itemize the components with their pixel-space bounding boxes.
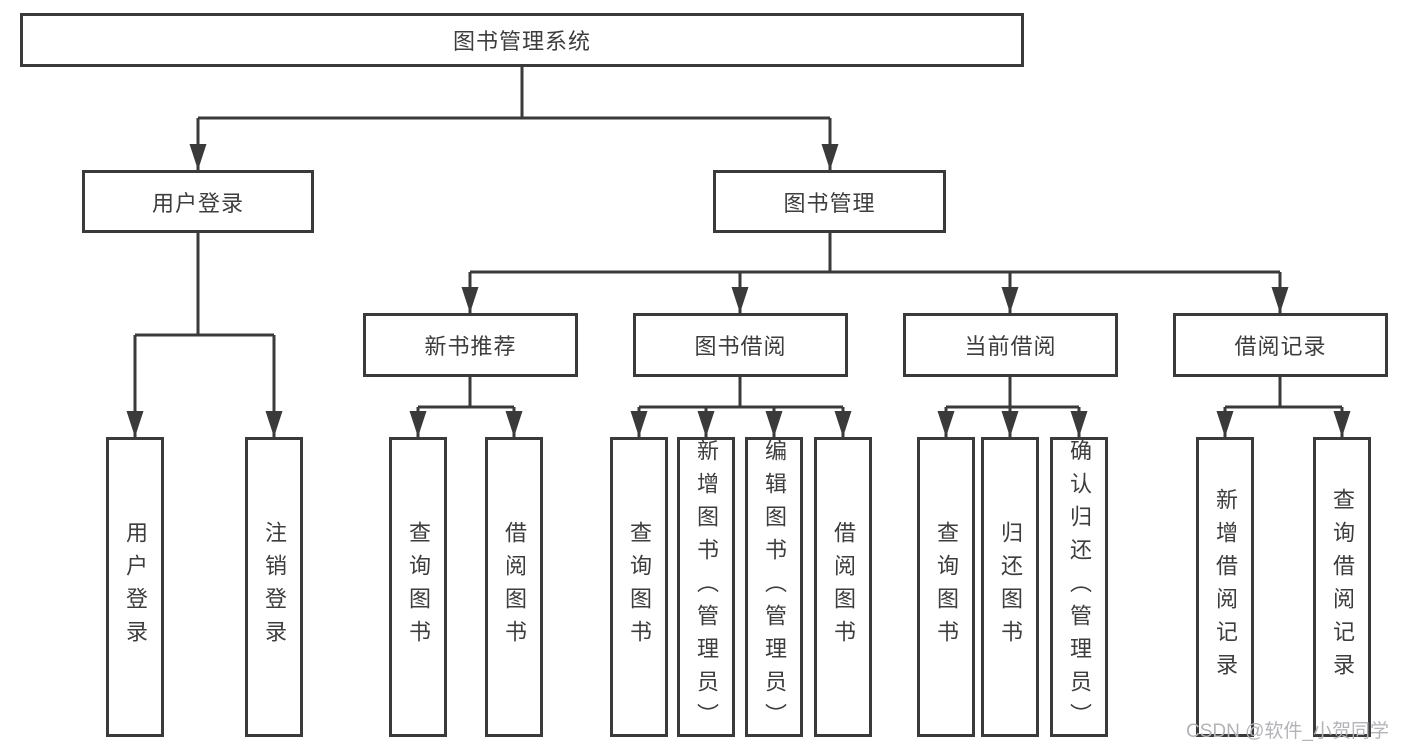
leaf-query-borrow-record: 查询借阅记录 [1313,437,1371,737]
leaf-user-login: 用户登录 [106,437,164,737]
leaf-return-books-label: 归还图书 [998,521,1023,653]
leaf-borrow-books: 借阅图书 [814,437,872,737]
leaf-query-borrow-record-label: 查询借阅记录 [1330,488,1355,686]
node-new-book-recommend: 新书推荐 [363,313,578,377]
leaf-add-borrow-record-label: 新增借阅记录 [1213,488,1238,686]
connector-user-login-to-leaves [126,233,283,437]
leaf-return-books: 归还图书 [981,437,1039,737]
leaf-confirm-return-admin: 确认归还（管理员） [1050,437,1108,737]
node-borrowing-records: 借阅记录 [1173,313,1388,377]
leaf-add-books-admin: 新增图书（管理员） [677,437,735,737]
node-book-borrowing: 图书借阅 [633,313,848,377]
node-library-management-system: 图书管理系统 [20,13,1024,67]
leaf-borrow-books-recommend-label: 借阅图书 [502,521,527,653]
leaf-query-books-borrowing: 查询图书 [610,437,668,737]
connector-borrowing-records-to-leaves [1216,377,1351,437]
leaf-logout-label: 注销登录 [262,521,287,653]
node-book-management: 图书管理 [713,170,946,233]
connector-new-book-to-leaves [409,377,523,437]
leaf-add-borrow-record: 新增借阅记录 [1196,437,1254,737]
node-book-borrowing-label: 图书借阅 [694,334,787,359]
leaf-query-books-recommend-label: 查询图书 [406,521,431,653]
leaf-add-books-admin-label: 新增图书（管理员） [694,438,719,736]
csdn-watermark: CSDN @软件_小贺同学 [1186,721,1389,742]
leaf-query-books-borrowing-label: 查询图书 [627,521,652,653]
leaf-edit-books-admin: 编辑图书（管理员） [745,437,803,737]
node-book-management-label: 图书管理 [783,190,876,216]
node-new-book-recommend-label: 新书推荐 [424,334,517,359]
node-current-borrowing: 当前借阅 [903,313,1118,377]
connector-book-borrowing-to-leaves [630,377,852,437]
leaf-confirm-return-admin-label: 确认归还（管理员） [1067,438,1092,736]
node-borrowing-records-label: 借阅记录 [1234,334,1327,359]
connector-current-borrowing-to-leaves [937,377,1088,437]
connector-root-to-level2 [189,67,839,170]
node-user-login-label: 用户登录 [151,190,244,216]
node-current-borrowing-label: 当前借阅 [964,334,1057,359]
leaf-borrow-books-recommend: 借阅图书 [485,437,543,737]
leaf-borrow-books-label: 借阅图书 [831,521,856,653]
leaf-user-login-label: 用户登录 [123,521,148,653]
connector-book-management-to-level3 [461,233,1289,313]
leaf-query-books-current: 查询图书 [917,437,975,737]
leaf-logout: 注销登录 [245,437,303,737]
leaf-edit-books-admin-label: 编辑图书（管理员） [762,438,787,736]
node-user-login: 用户登录 [82,170,314,233]
node-library-management-system-label: 图书管理系统 [452,29,591,54]
leaf-query-books-current-label: 查询图书 [934,521,959,653]
leaf-query-books-recommend: 查询图书 [389,437,447,737]
